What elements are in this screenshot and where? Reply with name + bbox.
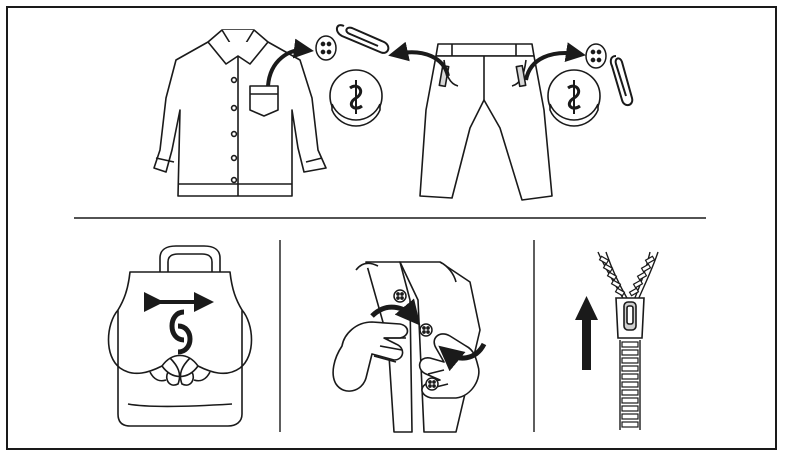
coin-icon [547,69,601,127]
zipper-teeth [598,255,656,428]
double-arrow-icon [144,292,214,355]
paperclip-icon [336,24,390,54]
shirt-icon [153,29,327,197]
button-icon [393,289,407,303]
knot-icon [107,309,253,386]
button-icon [419,323,433,337]
coin-icon [329,69,383,127]
button-icon [425,377,439,391]
curved-arrow-icon [370,298,421,326]
curved-arrow-icon [524,42,586,81]
button-icon [585,43,607,69]
curved-arrow-icon [266,38,314,87]
button-icon [315,35,337,61]
hands-icon [332,261,481,433]
curved-arrow-icon [388,41,450,77]
paperclip-icon [609,55,634,106]
apron-icon [117,245,243,427]
zipper-pull [615,297,645,339]
up-arrow-icon [575,296,598,370]
curved-arrow-icon [438,342,487,372]
